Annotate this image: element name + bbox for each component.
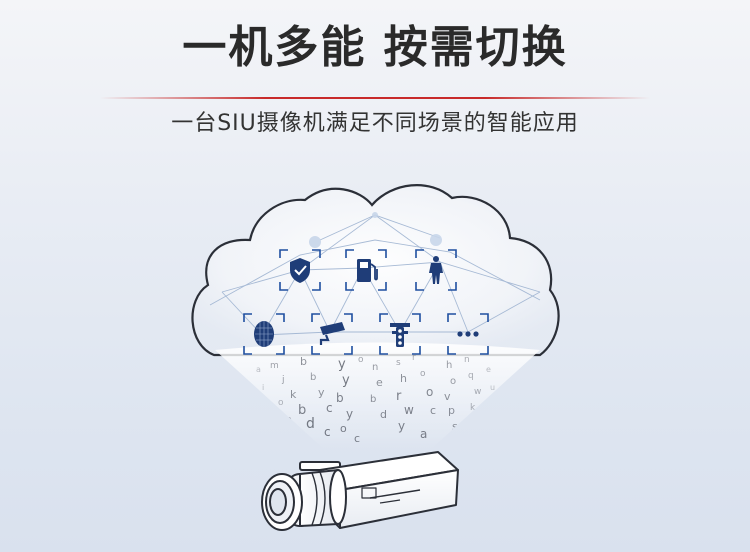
security-shield-icon [279, 249, 321, 291]
svg-text:c: c [354, 432, 360, 445]
svg-text:d: d [380, 408, 387, 421]
svg-text:a: a [256, 365, 261, 374]
light-beam [215, 342, 540, 450]
svg-text:s: s [452, 420, 458, 433]
svg-text:c: c [326, 401, 333, 415]
svg-text:p: p [448, 404, 455, 417]
svg-text:j: j [281, 375, 285, 385]
svg-text:h: h [400, 372, 407, 385]
svg-text:y: y [338, 357, 346, 372]
svg-text:o: o [420, 369, 426, 379]
svg-text:b: b [336, 391, 344, 405]
svg-text:d: d [306, 416, 315, 432]
box-camera [261, 451, 459, 531]
svg-text:o: o [340, 422, 347, 435]
network-nodes [309, 212, 442, 248]
svg-text:m: m [270, 361, 279, 371]
svg-text:b: b [310, 372, 316, 383]
svg-text:b: b [298, 403, 306, 418]
svg-text:o: o [278, 398, 284, 408]
svg-text:n: n [372, 362, 378, 373]
headline: 一机多能 按需切换 [182, 22, 568, 73]
headline-divider [100, 97, 650, 99]
svg-text:o: o [426, 385, 433, 399]
svg-text:w: w [404, 403, 414, 417]
svg-text:w: w [474, 387, 481, 397]
svg-text:e: e [486, 365, 491, 374]
falling-letters: m j k b d o e b b y c c y y b y o c o n … [256, 353, 495, 445]
svg-text:k: k [470, 403, 476, 413]
svg-text:b: b [300, 355, 307, 368]
svg-text:y: y [346, 407, 353, 421]
svg-text:v: v [444, 390, 451, 403]
cctv-camera-icon [311, 313, 353, 355]
human-body-icon [415, 249, 457, 291]
fuel-pump-icon [345, 249, 387, 291]
svg-text:y: y [342, 373, 350, 388]
svg-text:c: c [324, 425, 331, 439]
face-recognition-icon [243, 313, 285, 355]
svg-text:s: s [396, 358, 401, 368]
svg-text:r: r [396, 389, 402, 404]
traffic-light-icon [379, 313, 421, 355]
svg-text:y: y [398, 419, 405, 433]
svg-text:o: o [358, 355, 364, 365]
svg-text:e: e [376, 376, 383, 389]
svg-text:n: n [464, 355, 470, 365]
svg-text:e: e [286, 415, 292, 425]
svg-text:i: i [262, 383, 264, 392]
more-dots-icon [447, 313, 489, 355]
svg-text:a: a [420, 427, 427, 441]
svg-text:c: c [430, 404, 436, 417]
svg-text:b: b [370, 394, 376, 405]
svg-text:y: y [318, 386, 325, 399]
svg-text:u: u [490, 383, 495, 392]
subheadline: 一台SIU摄像机满足不同场景的智能应用 [171, 111, 579, 136]
svg-text:q: q [468, 371, 474, 381]
svg-text:r: r [412, 353, 416, 363]
svg-text:o: o [450, 376, 456, 387]
svg-text:k: k [290, 388, 297, 401]
svg-text:h: h [446, 360, 452, 371]
